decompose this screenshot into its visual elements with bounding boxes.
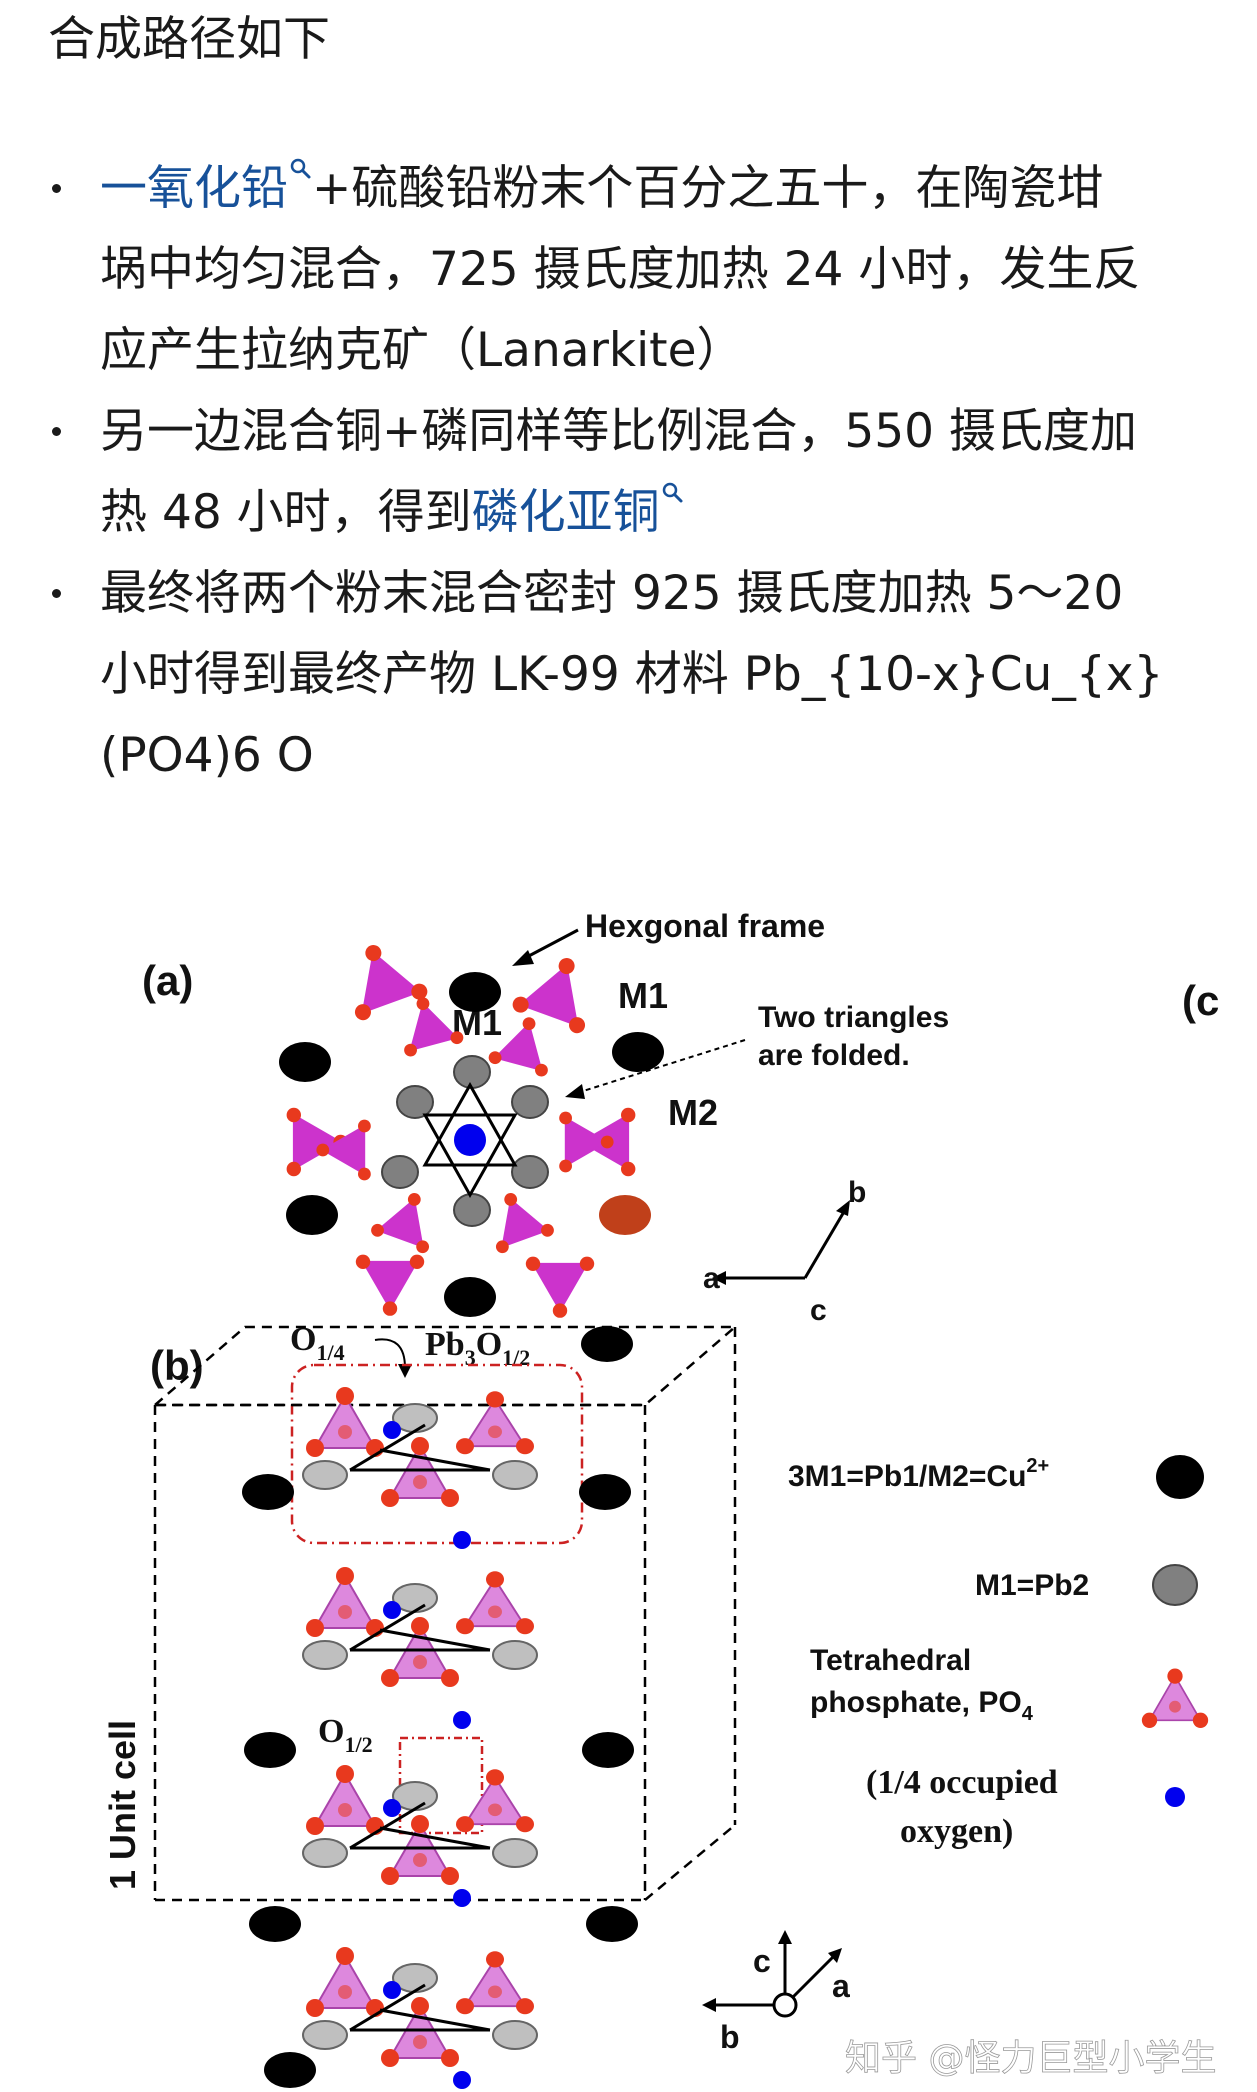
- axis-c-label: c: [810, 1294, 827, 1327]
- m2-label: M2: [668, 1092, 718, 1133]
- step-1-line-1: 一氧化铅 +硫酸铅粉末个百分之五十，在陶瓷坩: [100, 158, 1104, 216]
- step-1-line-3: 应产生拉纳克矿（Lanarkite）: [100, 323, 744, 378]
- synthesis-steps-list: 一氧化铅 +硫酸铅粉末个百分之五十，在陶瓷坩 埚中均匀混合，725 摄氏度加热 2…: [0, 148, 1257, 796]
- step-3-line-3: (PO4)6 O: [100, 728, 314, 783]
- lead-oxide-link[interactable]: 一氧化铅: [100, 161, 288, 216]
- step-3-line-1: 最终将两个粉末混合密封 925 摄氏度加热 5～20: [100, 566, 1124, 621]
- legend-pb2-label: M1=Pb2: [975, 1569, 1089, 1602]
- panel-b-label: (b): [150, 1342, 204, 1389]
- legend-oxygen-line-2: oxygen): [900, 1813, 1013, 1850]
- search-icon[interactable]: [290, 158, 312, 180]
- structure-diagram: (a) (c Hexgonal frame M1 M1 M2 Two trian…: [102, 908, 1219, 2089]
- axis-b-label: b: [848, 1176, 866, 1209]
- legend-tetra-line-2: phosphate, PO4: [810, 1686, 1034, 1725]
- step-2-line-2: 热 48 小时，得到磷化亚铜: [100, 482, 684, 540]
- bullet-dot: [52, 427, 61, 436]
- axis-b-c-label: c: [753, 1943, 771, 1979]
- list-item: 最终将两个粉末混合密封 925 摄氏度加热 5～20 小时得到最终产物 LK-9…: [0, 553, 1257, 796]
- unit-cell-label: 1 Unit cell: [102, 1720, 143, 1890]
- bullet-dot: [52, 184, 61, 193]
- o12-label: O1/2: [318, 1713, 373, 1757]
- list-item: 另一边混合铜+磷同样等比例混合，550 摄氏度加 热 48 小时，得到磷化亚铜: [0, 391, 1257, 553]
- step-2-line-1: 另一边混合铜+磷同样等比例混合，550 摄氏度加: [100, 404, 1138, 459]
- axis-b-b-label: b: [720, 2019, 740, 2055]
- watermark: 知乎 @怪力巨型小学生: [845, 2038, 1216, 2079]
- panel-c-label: (c: [1182, 977, 1219, 1024]
- step-1-line-2: 埚中均匀混合，725 摄氏度加热 24 小时，发生反: [100, 242, 1141, 297]
- crystal-structure-figure[interactable]: (a) (c Hexgonal frame M1 M1 M2 Two trian…: [0, 880, 1257, 2092]
- list-item: 一氧化铅 +硫酸铅粉末个百分之五十，在陶瓷坩 埚中均匀混合，725 摄氏度加热 2…: [0, 148, 1257, 391]
- legend-m-label: 3M1=Pb1/M2=Cu2+: [788, 1455, 1049, 1493]
- axis-b-a-label: a: [832, 1968, 850, 2004]
- two-triangles-line-1: Two triangles: [758, 1001, 949, 1034]
- copper-phosphide-link[interactable]: 磷化亚铜: [471, 485, 660, 540]
- step-2-text-b: 热 48 小时，得到: [100, 485, 472, 540]
- legend-tetra-line-1: Tetrahedral: [810, 1644, 971, 1677]
- axis-a-label: a: [703, 1262, 720, 1295]
- hex-frame-label: Hexgonal frame: [585, 908, 825, 944]
- pb3o12-label: Pb3O1/2: [425, 1326, 530, 1370]
- intro-text: 合成路径如下: [48, 12, 330, 67]
- panel-a-label: (a): [142, 957, 193, 1004]
- bullet-dot: [52, 589, 61, 598]
- two-triangles-line-2: are folded.: [758, 1039, 910, 1072]
- legend-oxygen-line-1: (1/4 occupied: [866, 1764, 1058, 1801]
- m1-label: M1: [618, 975, 668, 1016]
- step-3-line-2: 小时得到最终产物 LK-99 材料 Pb_{10-x}Cu_{x}: [100, 647, 1164, 702]
- step-1-text-a: +硫酸铅粉末个百分之五十，在陶瓷坩: [312, 161, 1104, 216]
- search-icon[interactable]: [662, 482, 684, 504]
